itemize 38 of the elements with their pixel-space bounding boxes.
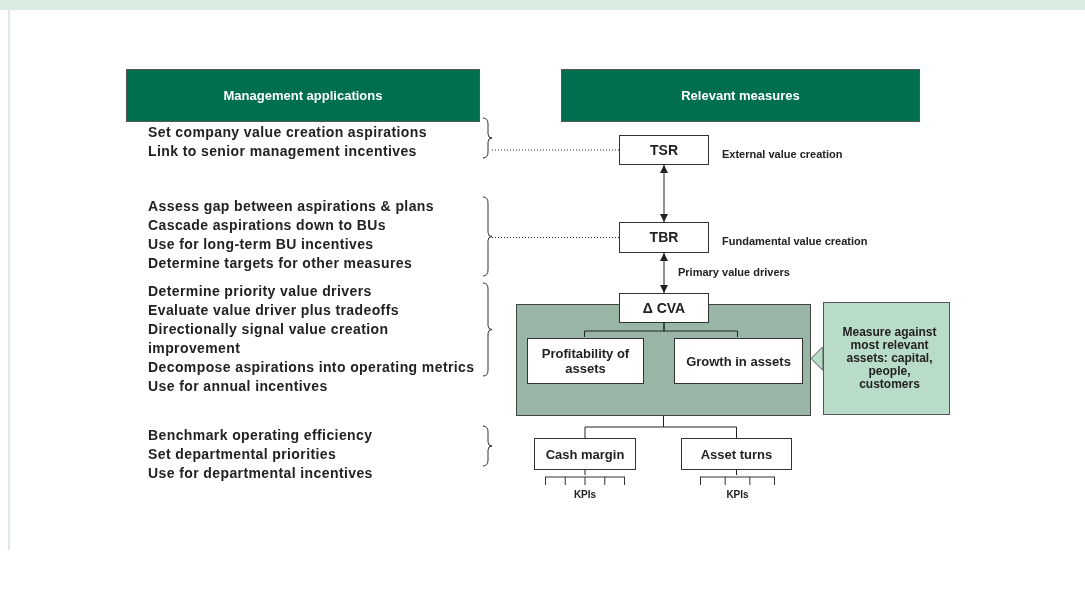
connector-line bbox=[660, 164, 668, 223]
connector-line bbox=[584, 469, 586, 476]
list-item: Determine priority value drivers bbox=[148, 282, 372, 301]
list-item: Assess gap between aspirations & plans bbox=[148, 197, 434, 216]
callout-pointer bbox=[810, 346, 824, 371]
edge-label: Primary value drivers bbox=[678, 266, 790, 278]
connector-line bbox=[663, 322, 738, 338]
list-item: Cascade aspirations down to BUs bbox=[148, 216, 386, 235]
list-item: Use for long-term BU incentives bbox=[148, 235, 374, 254]
measure-box: Growth in assets bbox=[674, 338, 803, 384]
kpi-label: KPIs bbox=[545, 475, 625, 500]
list-item: Directionally signal value creation improvement bbox=[148, 320, 390, 358]
connector-line bbox=[736, 469, 737, 476]
column-header: Management applications bbox=[126, 69, 480, 122]
callout-box: Measure against most relevant assets: capital, people, customers bbox=[823, 302, 950, 415]
dotted-connector bbox=[491, 149, 620, 151]
list-item: Link to senior management incentives bbox=[148, 142, 417, 161]
list-item: Set departmental priorities bbox=[148, 445, 337, 464]
dotted-connector bbox=[491, 237, 620, 238]
connector-line bbox=[660, 252, 668, 294]
list-item: Benchmark operating efficiency bbox=[148, 426, 373, 445]
measure-box: Profitability of assets bbox=[527, 338, 644, 384]
kpi-label: KPIs bbox=[700, 475, 775, 500]
measure-box: Asset turns bbox=[681, 438, 792, 470]
measure-caption: Fundamental value creation bbox=[722, 235, 868, 247]
measure-caption: External value creation bbox=[722, 148, 843, 160]
list-item: Use for departmental incentives bbox=[148, 464, 373, 483]
list-item: Set company value creation aspirations bbox=[148, 123, 427, 142]
list-item: Use for annual incentives bbox=[148, 377, 328, 396]
list-item: Determine targets for other measures bbox=[148, 254, 413, 273]
measure-box: Δ CVA bbox=[619, 293, 709, 323]
column-header: Relevant measures bbox=[561, 69, 920, 122]
measure-box: TBR bbox=[619, 222, 709, 253]
measure-box: TSR bbox=[619, 135, 709, 165]
list-item: Evaluate value driver plus tradeoffs bbox=[148, 301, 399, 320]
panel-background bbox=[516, 304, 811, 416]
list-item: Decompose aspirations into operating metrics bbox=[148, 358, 475, 377]
measure-box: Cash margin bbox=[534, 438, 636, 470]
